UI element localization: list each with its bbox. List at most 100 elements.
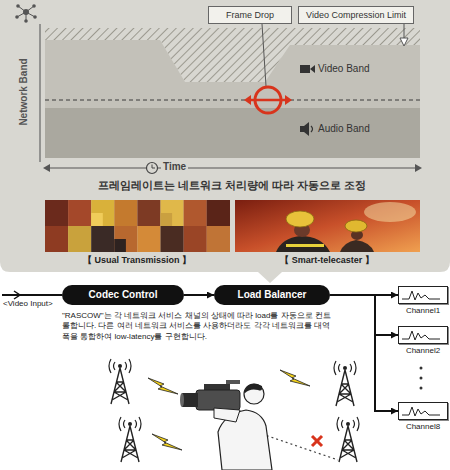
pixelated-photo: [68, 226, 91, 252]
waveform-icon: [399, 287, 443, 303]
network-icon: [16, 4, 20, 8]
dashed-line: [45, 100, 420, 101]
pixelated-photo: [91, 200, 114, 226]
note-text: "RASCOW"는 각 네트워크 서비스 채널의 상태에 따라 load를 자동…: [62, 311, 334, 342]
speaker-icon: [300, 126, 304, 132]
input-line: [2, 294, 62, 296]
disconnect-mark: [262, 434, 338, 460]
ellipsis-dots: [420, 367, 423, 390]
box-label: Load Balancer: [238, 289, 307, 301]
pixelated-photo: [161, 213, 173, 226]
cameraman-figure: [180, 380, 272, 470]
speaker-icon: [304, 122, 309, 136]
network-icon: [33, 15, 37, 19]
channel-shape: [398, 326, 448, 344]
pixelated-photo: [184, 200, 207, 226]
network-icon: [24, 19, 28, 23]
ellipsis-dots: [420, 367, 423, 370]
pixelated-photo: [184, 226, 207, 252]
box-label: Channel1: [398, 306, 448, 316]
pixelated-photo: [45, 226, 68, 252]
cameraman-figure: [204, 384, 230, 390]
input-label: <Video Input>: [3, 299, 53, 309]
time-axis: [415, 164, 422, 172]
box-label: Channel2: [398, 346, 448, 356]
sharp-photo: [340, 240, 374, 252]
channel-shape: [398, 402, 448, 420]
pixelated-photo: [68, 200, 91, 226]
process-box: Codec Control: [62, 285, 184, 305]
disconnect-mark: [262, 434, 338, 460]
connector-arrow: [330, 295, 398, 335]
time-axis: [43, 164, 50, 172]
image-label: 【 Usual Transmission 】: [83, 255, 191, 266]
disconnect-mark: [312, 436, 322, 446]
cameraman-figure: [244, 384, 264, 404]
pixelated-photo: [91, 226, 114, 252]
sharp-photo: [364, 202, 416, 222]
image-label: 【 Smart-telecaster 】: [280, 255, 374, 266]
waveform-icon: [402, 291, 440, 300]
frame-drop-mark: [244, 24, 292, 113]
ellipsis-dots: [420, 387, 423, 390]
network-icon: [15, 4, 37, 23]
tower-icon: [334, 361, 356, 406]
channel-shape: [398, 286, 448, 304]
pixelated-photo: [137, 200, 160, 226]
waveform-icon: [402, 407, 440, 416]
clock-icon: [152, 165, 155, 169]
cameraman-figure: [196, 390, 240, 410]
cameraman-figure: [226, 380, 240, 384]
sharp-photo: [286, 211, 314, 227]
ellipsis-dots: [420, 377, 423, 380]
pixelated-photo: [114, 239, 126, 252]
connector-arrow: [330, 295, 398, 411]
limit-leader: [400, 38, 408, 46]
camera-icon: [300, 65, 310, 73]
lightning-icon: [152, 434, 182, 450]
pixelated-photo: [91, 213, 103, 226]
pixelated-photo: [207, 226, 230, 252]
process-box: Load Balancer: [214, 285, 330, 305]
sharp-photo: [235, 200, 420, 252]
pixelated-photo: [114, 200, 137, 226]
chart-panel: [0, 0, 450, 283]
clock-icon: [147, 163, 158, 174]
network-icon: [23, 9, 29, 15]
pixelated-photo: [161, 226, 184, 252]
channel-box: Channel8: [398, 402, 448, 432]
tower-icon: [337, 417, 359, 462]
frame-drop-mark: [244, 95, 251, 105]
tower-icon: [109, 359, 131, 404]
channel-box: Channel2: [398, 326, 448, 356]
band-label: Audio Band: [318, 123, 370, 135]
cameraman-figure: [182, 393, 198, 407]
lightning-icon: [148, 378, 178, 394]
axis-label: Network Band: [18, 58, 30, 125]
pixelated-photo: [137, 226, 160, 252]
time-axis: [47, 167, 418, 168]
pixelated-photo: [45, 200, 230, 252]
channel-box: Channel1: [398, 286, 448, 316]
frame-drop-mark: [285, 95, 292, 105]
pixelated-photo: [45, 200, 68, 226]
box-label: Channel8: [398, 422, 448, 432]
pixelated-photo: [207, 200, 230, 226]
disconnect-mark: [312, 436, 322, 446]
video-band-area: [45, 40, 420, 158]
band-label: Video Band: [318, 63, 370, 75]
clock-icon: [147, 163, 158, 174]
network-icon: [32, 4, 36, 8]
frame-drop-mark: [250, 99, 286, 102]
waveform-icon: [402, 331, 440, 340]
cameraman-figure: [180, 393, 184, 407]
camera-icon: [310, 65, 315, 73]
cameraman-figure: [214, 408, 240, 422]
pixelated-photo: [161, 200, 184, 226]
pixelated-photo: [114, 226, 137, 252]
caption-text: 프레임레이트는 네트워크 처리량에 따라 자동으로 조정: [98, 179, 366, 192]
audio-band-area: [45, 108, 420, 158]
y-axis: [39, 24, 40, 162]
